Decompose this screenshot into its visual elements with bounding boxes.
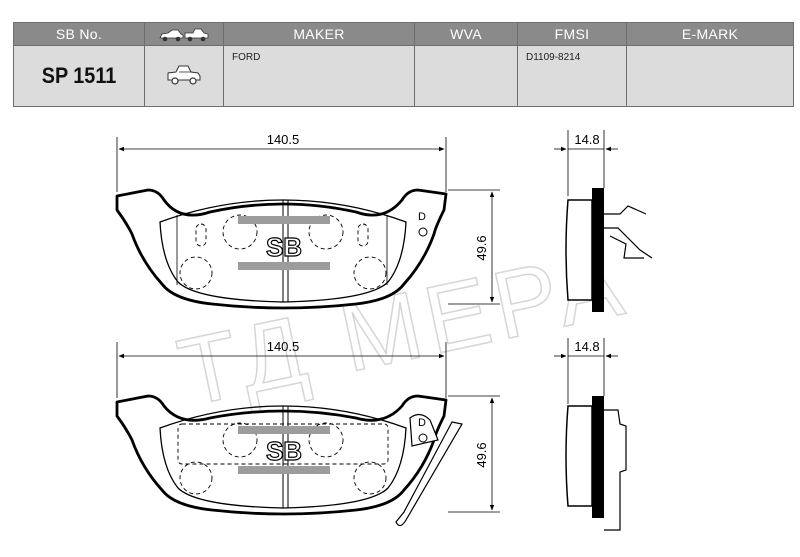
top-brand-logo: SB [238, 216, 330, 270]
top-friction-lining [159, 199, 407, 303]
cell-sb-no: SP 1511 [13, 45, 145, 107]
pickup-truck-icon [167, 65, 201, 85]
bottom-pad-side-view: 14.8 [554, 338, 627, 531]
spec-data-row: SP 1511 FORD D1109-8214 [13, 45, 794, 107]
svg-text:D: D [418, 211, 426, 223]
svg-text:D: D [418, 417, 426, 429]
top-height-label: 49.6 [474, 235, 489, 260]
cell-fmsi: D1109-8214 [517, 45, 627, 107]
bottom-thickness-label: 14.8 [574, 339, 599, 354]
bottom-width-label: 140.5 [267, 339, 300, 354]
sb-number: SP 1511 [41, 63, 117, 88]
bottom-brand-logo: SB [238, 426, 330, 474]
wear-indicator-clip [395, 413, 463, 527]
top-pad-side-view: 14.8 [554, 130, 653, 312]
cell-vehicle [144, 45, 224, 107]
car-and-truck-icon [159, 28, 209, 41]
spec-table: SB No. MAKER WVA FMSI E-MARK SP 1511 [13, 22, 794, 107]
header-fmsi: FMSI [517, 22, 627, 46]
bottom-pad-front-view: 140.5 SB D 49.6 [115, 339, 500, 527]
maker-value: FORD [232, 52, 261, 63]
bottom-brand-label: SB [266, 436, 302, 466]
top-thickness-label: 14.8 [574, 132, 599, 147]
top-width-label: 140.5 [267, 132, 300, 147]
cell-maker: FORD [223, 45, 415, 107]
header-sb-no: SB No. [13, 22, 145, 46]
header-wva: WVA [414, 22, 518, 46]
top-backing-plate [115, 188, 448, 310]
spec-header-row: SB No. MAKER WVA FMSI E-MARK [13, 22, 794, 46]
fmsi-value: D1109-8214 [526, 52, 581, 63]
top-pad-front-view: 140.5 D SB 49.6 [115, 132, 500, 310]
header-maker: MAKER [223, 22, 415, 46]
top-brand-label: SB [266, 232, 302, 262]
cell-wva [414, 45, 518, 107]
bottom-height-label: 49.6 [474, 442, 489, 467]
cell-emark [626, 45, 794, 107]
